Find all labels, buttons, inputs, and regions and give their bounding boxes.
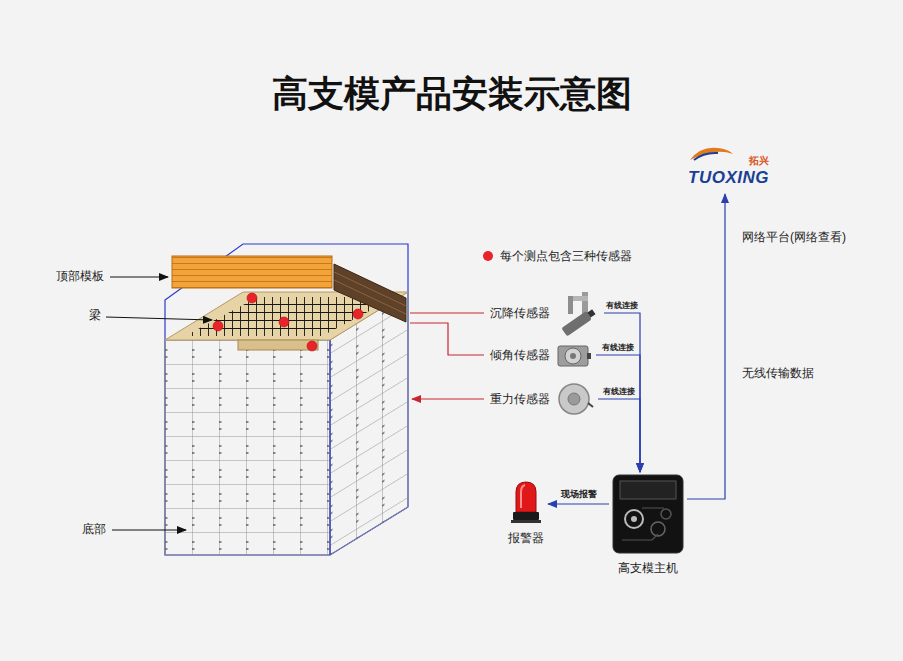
- diagram-title: 高支模产品安装示意图: [0, 72, 903, 115]
- host-icon: [612, 474, 684, 554]
- component-node: 高支模主机: [612, 474, 684, 577]
- settle-icon: [556, 290, 600, 336]
- logo-swoosh: [688, 144, 734, 162]
- legend-text: 每个测点包含三种传感器: [500, 249, 632, 263]
- legend-dot: [483, 251, 493, 261]
- component-node: 拓兴TUOXING: [688, 152, 769, 188]
- node-text: 沉降传感器: [490, 305, 550, 322]
- part-label: 顶部模板: [56, 269, 104, 283]
- node-text: TUOXING: [688, 168, 769, 188]
- component-node: 倾角传感器: [490, 340, 592, 370]
- edge-label: 有线连接: [602, 343, 634, 353]
- edge-label: 无线传输数据: [742, 366, 814, 380]
- node-text: 倾角传感器: [490, 347, 550, 364]
- connector: [548, 503, 609, 504]
- connector: [598, 399, 640, 472]
- component-node: 重力传感器: [490, 381, 594, 417]
- node-text: 拓兴: [749, 154, 769, 168]
- edge-label: 现场报警: [561, 489, 597, 500]
- node-text: 高支模主机: [618, 560, 678, 577]
- part-label: 梁: [89, 308, 101, 322]
- edge-label: 有线连接: [603, 387, 635, 397]
- part-label: 底部: [82, 522, 106, 536]
- connector: [687, 194, 725, 499]
- component-node: 沉降传感器: [490, 290, 600, 336]
- connector: [596, 355, 640, 472]
- node-text: 报警器: [508, 530, 544, 547]
- load-icon: [556, 381, 594, 417]
- part-label: 网络平台(网络查看): [742, 230, 846, 244]
- component-node: 报警器: [508, 478, 544, 547]
- connector: [604, 313, 640, 472]
- edge-label: 有线连接: [606, 301, 638, 311]
- node-text: 重力传感器: [490, 391, 550, 408]
- tilt-icon: [556, 340, 592, 370]
- alarm-icon: [508, 478, 544, 524]
